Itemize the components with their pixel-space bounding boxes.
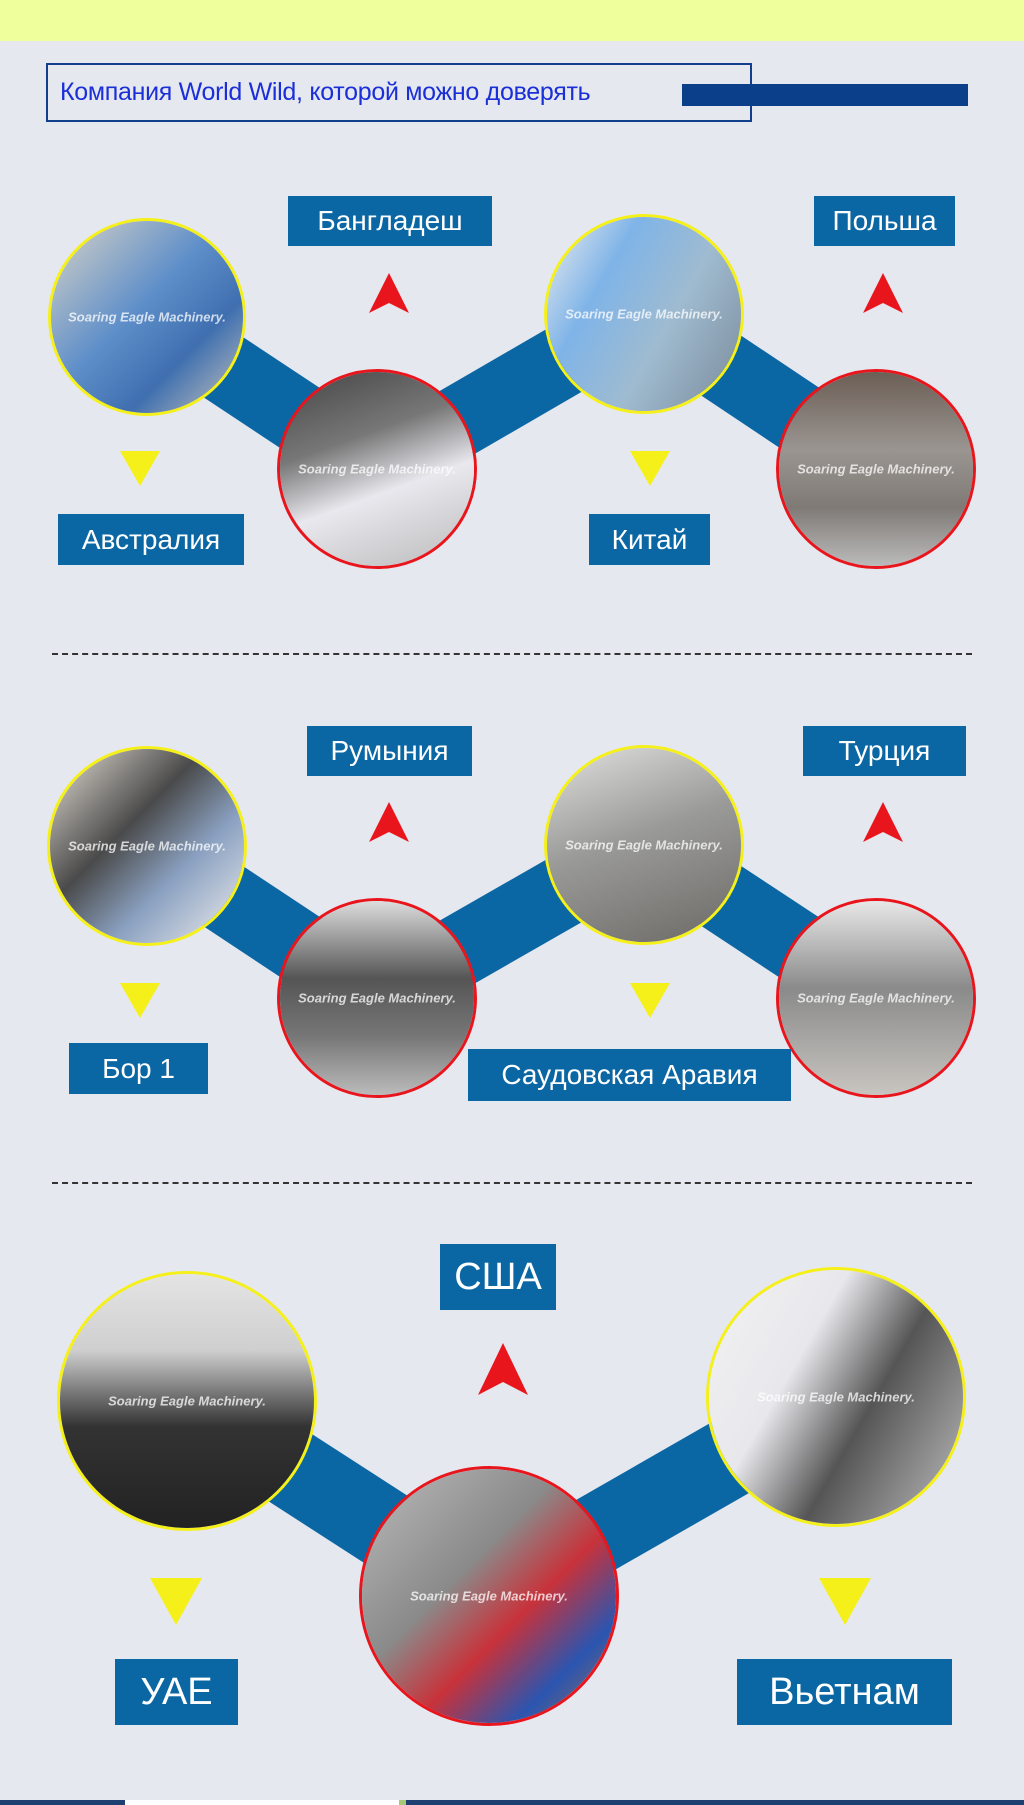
photo-circle: Soaring Eagle Machinery. (277, 898, 477, 1098)
arrow-up-icon (478, 1343, 528, 1395)
country-label-uae: УАЕ (115, 1659, 238, 1725)
photo-circle: Soaring Eagle Machinery. (277, 369, 477, 569)
country-label-saudi-arabia: Саудовская Аравия (468, 1049, 791, 1101)
country-label-china: Китай (589, 514, 710, 565)
arrow-down-icon (120, 983, 160, 1018)
country-label-poland: Польша (814, 196, 955, 246)
photo-circle: Soaring Eagle Machinery. (544, 745, 744, 945)
band-section-1 (126, 271, 896, 512)
photo-circle: Soaring Eagle Machinery. (57, 1271, 317, 1531)
country-label-bor: Бор 1 (69, 1043, 208, 1094)
photo-circle: Soaring Eagle Machinery. (706, 1267, 966, 1527)
header-accent-bar (682, 84, 968, 106)
section-divider (52, 1182, 972, 1184)
bottom-bar-accent (399, 1800, 406, 1805)
arrow-up-icon (863, 273, 903, 313)
photo-circle: Soaring Eagle Machinery. (47, 746, 247, 946)
photo-circle: Soaring Eagle Machinery. (48, 218, 246, 416)
arrow-up-icon (369, 273, 409, 313)
band-section-2 (126, 802, 896, 1041)
arrow-down-icon (630, 451, 670, 486)
country-label-bangladesh: Бангладеш (288, 196, 492, 246)
country-label-turkey: Турция (803, 726, 966, 776)
top-banner (0, 0, 1024, 41)
photo-circle: Soaring Eagle Machinery. (776, 369, 976, 569)
arrow-down-icon (819, 1578, 871, 1625)
country-label-australia: Австралия (58, 514, 244, 565)
photo-circle: Soaring Eagle Machinery. (776, 898, 976, 1098)
country-label-usa: США (440, 1244, 556, 1310)
section-divider (52, 653, 972, 655)
photo-circle: Soaring Eagle Machinery. (359, 1466, 619, 1726)
country-label-vietnam: Вьетнам (737, 1659, 952, 1725)
bottom-bar (0, 1800, 1024, 1805)
arrow-down-icon (120, 451, 160, 486)
arrow-down-icon (630, 983, 670, 1018)
arrow-up-icon (369, 802, 409, 842)
arrow-up-icon (863, 802, 903, 842)
page-title: Компания World Wild, которой можно довер… (60, 78, 591, 106)
bottom-bar-segment (125, 1800, 399, 1805)
photo-circle: Soaring Eagle Machinery. (544, 214, 744, 414)
arrow-down-icon (150, 1578, 202, 1625)
country-label-romania: Румыния (307, 726, 472, 776)
